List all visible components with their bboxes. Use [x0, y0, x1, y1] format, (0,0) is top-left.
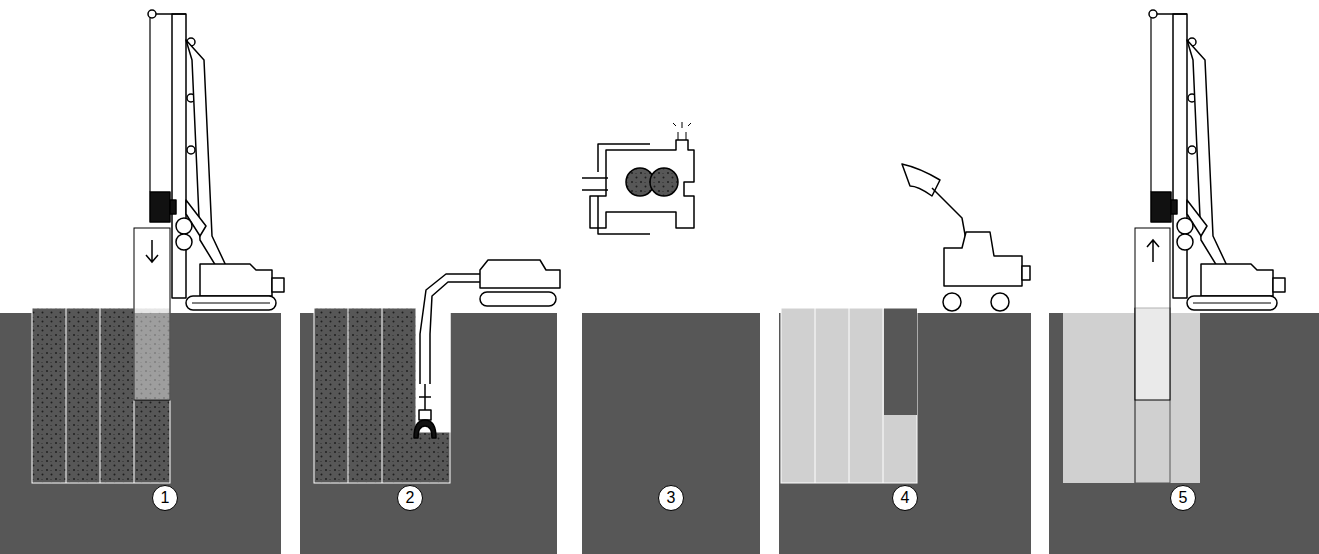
callout-number: 3: [667, 490, 676, 506]
callout-number: 2: [406, 490, 415, 506]
callout-number: 1: [161, 490, 170, 506]
callout-circle: 4: [892, 485, 918, 511]
callout-circle: 5: [1170, 485, 1196, 511]
callout-circle: 3: [658, 485, 684, 511]
callout-circle: 2: [397, 485, 423, 511]
callout-number: 5: [1179, 490, 1188, 506]
callout-number: 4: [901, 490, 910, 506]
callout-circle: 1: [152, 485, 178, 511]
